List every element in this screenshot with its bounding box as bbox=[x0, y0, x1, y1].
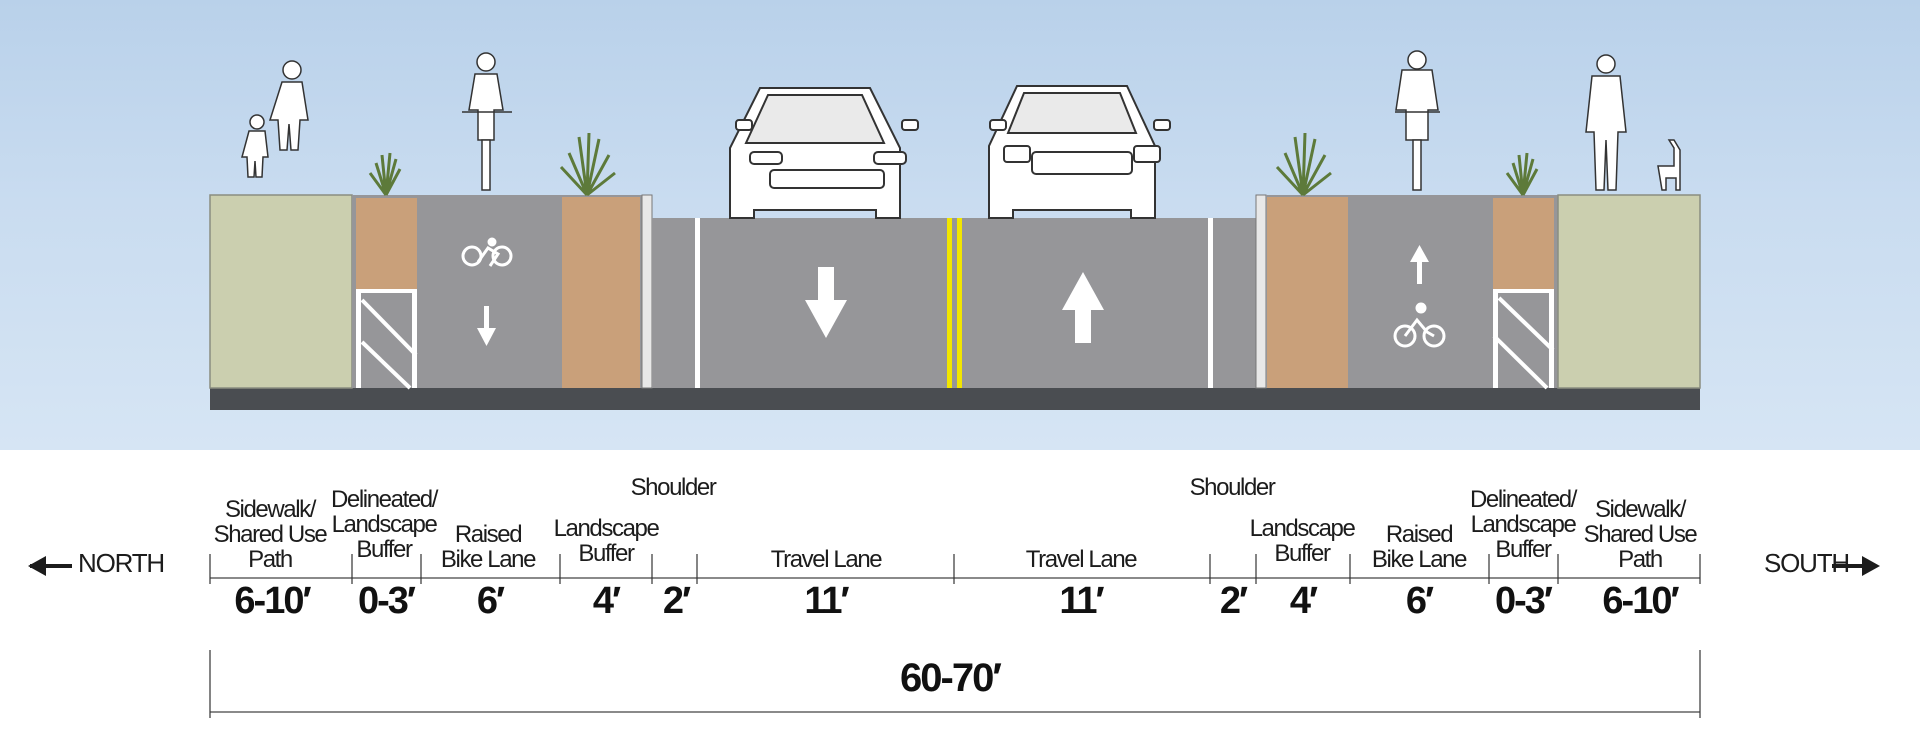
bike-lane-symbol-icon bbox=[461, 237, 513, 267]
direction-arrowhead-north bbox=[28, 556, 46, 576]
shrub-icon bbox=[1275, 132, 1332, 197]
shrub-icon bbox=[559, 132, 616, 197]
dog-icon bbox=[1657, 139, 1681, 191]
label-travel-north: Travel Lane bbox=[770, 546, 883, 573]
width-travel-north: 11′ bbox=[804, 580, 849, 622]
car-front-icon bbox=[729, 87, 919, 219]
label-landscape-south: Landscape Buffer bbox=[1249, 515, 1356, 567]
width-landscape-north: 4′ bbox=[592, 580, 621, 622]
width-sidewalk-north: 6-10′ bbox=[234, 580, 311, 622]
cyclist-north-icon bbox=[462, 52, 512, 191]
width-shoulder-north: 2′ bbox=[662, 580, 691, 622]
center-line-yellow-2 bbox=[957, 218, 962, 388]
arrow-down-icon bbox=[477, 306, 496, 346]
sidewalk-south bbox=[1557, 194, 1701, 389]
landscape-buffer-south bbox=[1266, 195, 1350, 388]
label-travel-south: Travel Lane bbox=[1025, 546, 1138, 573]
label-shoulder-south: Shoulder bbox=[1189, 474, 1276, 501]
label-shoulder-north: Shoulder bbox=[630, 474, 717, 501]
shoulder-line-south bbox=[1208, 218, 1213, 388]
width-landscape-south: 4′ bbox=[1289, 580, 1318, 622]
pedestrian-adult-icon bbox=[268, 60, 309, 151]
shrub-icon bbox=[1505, 152, 1539, 196]
street-cross-section bbox=[209, 50, 1701, 410]
width-travel-south: 11′ bbox=[1059, 580, 1104, 622]
direction-arrowhead-south bbox=[1862, 556, 1880, 576]
raised-bike-lane-north bbox=[421, 195, 560, 388]
label-delineated-south: Delineated/ Landscape Buffer bbox=[1469, 486, 1577, 563]
roadway bbox=[652, 218, 1256, 388]
label-landscape-north: Landscape Buffer bbox=[553, 515, 660, 567]
cyclist-south-icon bbox=[1395, 50, 1440, 191]
cyclist-marking-icon bbox=[1393, 302, 1446, 348]
label-sidewalk-north: Sidewalk/ Shared Use Path bbox=[213, 496, 328, 573]
segment-tick-marks bbox=[209, 554, 1701, 584]
pedestrian-south-icon bbox=[1585, 54, 1627, 191]
travel-arrow-up-icon bbox=[1062, 272, 1104, 343]
width-delineated-south: 0-3′ bbox=[1494, 580, 1553, 622]
label-sidewalk-south: Sidewalk/ Shared Use Path bbox=[1583, 496, 1698, 573]
raised-bike-lane-south bbox=[1350, 195, 1489, 388]
center-line-yellow-1 bbox=[947, 218, 952, 388]
curb-south bbox=[1255, 194, 1267, 389]
width-sidewalk-south: 6-10′ bbox=[1602, 580, 1679, 622]
shrub-icon bbox=[368, 152, 402, 196]
width-raised-bike-south: 6′ bbox=[1405, 580, 1434, 622]
width-shoulder-south: 2′ bbox=[1219, 580, 1248, 622]
pavement-base bbox=[210, 388, 1700, 410]
width-raised-bike-north: 6′ bbox=[476, 580, 505, 622]
dimension-lines bbox=[28, 554, 1880, 718]
landscape-buffer-north bbox=[560, 195, 642, 388]
car-rear-icon bbox=[988, 85, 1171, 219]
delineated-buffer-north bbox=[352, 195, 421, 390]
direction-north-label: NORTH bbox=[78, 548, 165, 578]
pedestrian-child-icon bbox=[241, 114, 269, 178]
travel-arrow-down-icon bbox=[805, 267, 847, 338]
direction-south-label: SOUTH bbox=[1764, 548, 1850, 578]
label-raised-bike-north: Raised Bike Lane bbox=[440, 521, 537, 573]
sidewalk-north bbox=[209, 194, 353, 389]
label-delineated-north: Delineated/ Landscape Buffer bbox=[330, 486, 438, 563]
curb-north bbox=[641, 194, 653, 389]
total-width: 60-70′ bbox=[900, 656, 1002, 700]
shoulder-line-north bbox=[695, 218, 700, 388]
delineated-buffer-south bbox=[1489, 195, 1558, 390]
arrow-up-icon bbox=[1410, 245, 1429, 284]
label-raised-bike-south: Raised Bike Lane bbox=[1371, 521, 1468, 573]
width-delineated-north: 0-3′ bbox=[357, 580, 416, 622]
